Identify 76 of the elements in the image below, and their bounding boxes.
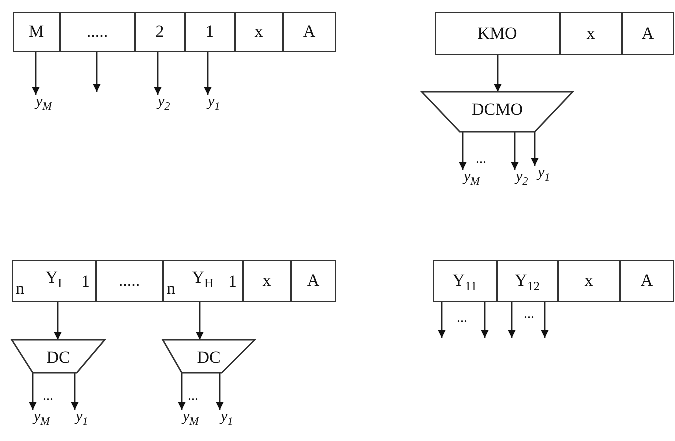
arrow (154, 52, 162, 95)
output-label: y$_{M}$ (28, 410, 62, 432)
cell-text: ..... (118, 272, 140, 289)
arrow (204, 52, 212, 95)
register-cell (560, 12, 622, 55)
output-label: y$_{1}$ (202, 95, 232, 117)
cell-text: ..... (86, 23, 108, 40)
cell-text: A (303, 23, 316, 40)
decoder-label: DCMO (472, 101, 523, 118)
cell-text: A (642, 25, 654, 42)
register-cell (60, 12, 135, 52)
arrow (216, 373, 224, 410)
bit-index: n (167, 280, 176, 297)
cell-text: Y$_{H}$ (192, 269, 214, 290)
arrow (511, 132, 519, 170)
cell-text: x (262, 272, 272, 289)
register-cell (435, 12, 560, 55)
cell-text: M (28, 23, 44, 40)
bit-index: n (16, 280, 24, 297)
arrow (438, 302, 446, 338)
arrow (196, 302, 204, 340)
register-cell (620, 260, 674, 302)
register-cell (283, 12, 336, 52)
register-cell (243, 260, 291, 302)
arrow (531, 132, 539, 166)
register-cell (558, 260, 620, 302)
ellipsis-text: ... (457, 312, 468, 326)
register-cell (497, 260, 558, 302)
decoder-label: DC (197, 349, 221, 366)
output-label: y$_{1}$ (70, 410, 94, 432)
register-cell (291, 260, 336, 302)
output-label: y$_{2}$ (152, 95, 182, 117)
register-cell (96, 260, 163, 302)
arrow (29, 373, 37, 410)
cell-text: 2 (156, 23, 164, 40)
cell-text: A (640, 272, 654, 289)
ellipsis-text: ... (188, 390, 198, 404)
arrow (508, 302, 516, 338)
register-cell (135, 12, 185, 52)
ellipsis-text: ... (43, 390, 54, 404)
cell-text: 1 (206, 23, 214, 40)
register-cell (622, 12, 674, 55)
arrow (54, 302, 62, 340)
cell-text: x (586, 25, 596, 42)
arrow (178, 373, 186, 410)
cell-text: A (307, 272, 320, 289)
arrow (494, 55, 502, 92)
ellipsis-text: ... (476, 153, 486, 167)
register-cell (13, 12, 60, 52)
bit-index: 1 (228, 273, 237, 290)
cell-text: Y$_{11}$ (452, 272, 478, 294)
arrow (71, 373, 79, 410)
output-label: y$_{M}$ (177, 410, 211, 432)
bit-index: 1 (82, 273, 90, 290)
output-label: y$_{M}$ (458, 170, 494, 192)
arrow (481, 302, 489, 338)
cell-text: KMO (478, 25, 518, 42)
cell-text: x (254, 23, 264, 40)
output-label: y$_{M}$ (30, 95, 66, 117)
register-cell (185, 12, 235, 52)
cell-text: Y$_{12}$ (514, 272, 540, 294)
cell-text: x (584, 272, 594, 289)
arrow (459, 132, 467, 170)
register-cell (235, 12, 283, 52)
arrow (541, 302, 549, 338)
arrow (93, 52, 101, 92)
output-label: y$_{2}$ (510, 170, 534, 192)
register-cell (433, 260, 497, 302)
ellipsis-text: ... (524, 308, 534, 322)
decoder-label: DC (46, 349, 70, 366)
output-label: y$_{1}$ (532, 166, 560, 188)
cell-text: Y$_{I}$ (46, 269, 62, 290)
register-cell (163, 260, 243, 302)
register-cell (12, 260, 96, 302)
arrow (32, 52, 40, 95)
output-label: y$_{1}$ (215, 410, 239, 432)
